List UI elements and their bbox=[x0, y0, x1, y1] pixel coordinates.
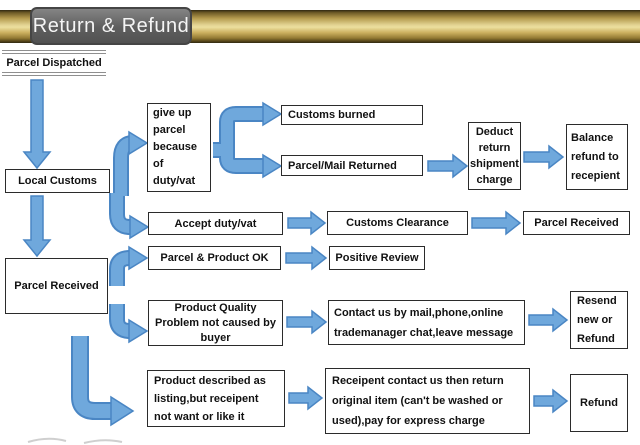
arrow-returned-to-deduct bbox=[427, 153, 469, 179]
arrow-received-to-productok-core bbox=[111, 252, 131, 286]
node-product-quality-label: Product Quality Problem not caused by bu… bbox=[154, 301, 277, 344]
node-deduct-return: Deduct return shipment charge bbox=[468, 122, 521, 190]
node-give-up: give up parcel because of duty/vat bbox=[147, 103, 211, 192]
node-customs-burned-label: Customs burned bbox=[288, 109, 376, 121]
node-accept-duty: Accept duty/vat bbox=[148, 212, 283, 235]
node-contact-us-label: Contact us by mail,phone,online trademan… bbox=[334, 306, 514, 339]
node-receipent-contact-label: Receipent contact us then return origina… bbox=[332, 375, 504, 427]
arrow-deduct-to-balance bbox=[523, 144, 565, 170]
arrow-customs-to-accept-core bbox=[111, 193, 131, 233]
page-title: Return & Refund bbox=[32, 14, 190, 37]
arrow-giveup-to-burned-head bbox=[262, 101, 283, 127]
arrow-giveup-to-returned-head bbox=[262, 153, 283, 179]
arrow-received-to-quality-core bbox=[111, 304, 131, 337]
node-parcel-product-ok: Parcel & Product OK bbox=[148, 246, 281, 270]
node-local-customs-label: Local Customs bbox=[18, 175, 97, 187]
arrow-giveup-to-returned-core bbox=[213, 144, 264, 172]
arrow-receipent-to-refund bbox=[533, 388, 569, 414]
arrow-received-to-quality-head bbox=[128, 318, 149, 344]
node-product-described-label: Product described as listing,but receipe… bbox=[154, 374, 266, 423]
node-parcel-received-left-label: Parcel Received bbox=[14, 280, 99, 292]
arrow-quality-to-contact bbox=[286, 309, 328, 335]
node-parcel-product-ok-label: Parcel & Product OK bbox=[160, 252, 269, 264]
node-customs-clearance-label: Customs Clearance bbox=[346, 217, 449, 229]
node-parcel-received-left: Parcel Received bbox=[5, 258, 108, 314]
node-local-customs: Local Customs bbox=[5, 169, 110, 193]
node-accept-duty-label: Accept duty/vat bbox=[174, 217, 257, 230]
faint-smudge-marks bbox=[27, 437, 123, 444]
arrow-dispatched-to-customs bbox=[22, 79, 52, 170]
arrow-clearance-to-received bbox=[471, 210, 522, 236]
arrow-received-to-described-core bbox=[73, 336, 112, 418]
arrow-customs-to-giveup-head bbox=[128, 130, 149, 156]
arrow-productok-to-review bbox=[285, 245, 328, 271]
arrow-customs-to-accept-head bbox=[129, 214, 150, 240]
node-balance-refund: Balance refund to recepient bbox=[566, 124, 628, 190]
node-parcel-mail-returned-label: Parcel/Mail Returned bbox=[288, 159, 397, 172]
node-parcel-mail-returned: Parcel/Mail Returned bbox=[281, 155, 423, 176]
page-title-tab: Return & Refund bbox=[30, 7, 192, 45]
node-product-described: Product described as listing,but receipe… bbox=[147, 370, 285, 427]
arrow-accept-to-clearance bbox=[287, 210, 327, 236]
node-positive-review: Positive Review bbox=[329, 246, 425, 270]
arrow-contact-to-resend bbox=[528, 307, 569, 333]
arrow-giveup-to-burned-core bbox=[213, 108, 264, 156]
node-positive-review-label: Positive Review bbox=[335, 252, 419, 264]
node-parcel-dispatched: Parcel Dispatched bbox=[2, 50, 106, 76]
node-resend-new: Resend new or Refund bbox=[570, 291, 628, 349]
node-resend-new-label: Resend new or Refund bbox=[577, 294, 617, 345]
node-parcel-received-right: Parcel Received bbox=[523, 211, 630, 235]
node-customs-clearance: Customs Clearance bbox=[327, 211, 468, 235]
arrow-described-to-receipent bbox=[288, 385, 324, 411]
node-receipent-contact: Receipent contact us then return origina… bbox=[325, 368, 530, 434]
node-parcel-received-right-label: Parcel Received bbox=[534, 217, 619, 229]
node-contact-us: Contact us by mail,phone,online trademan… bbox=[328, 300, 525, 345]
node-give-up-label: give up parcel because of duty/vat bbox=[153, 107, 198, 187]
arrow-received-to-productok-head bbox=[128, 245, 149, 271]
node-deduct-return-label: Deduct return shipment charge bbox=[470, 126, 519, 186]
node-refund: Refund bbox=[570, 374, 628, 432]
arrow-customs-to-received bbox=[22, 195, 52, 258]
node-parcel-dispatched-label: Parcel Dispatched bbox=[6, 57, 102, 69]
node-product-quality: Product Quality Problem not caused by bu… bbox=[148, 300, 283, 346]
node-customs-burned: Customs burned bbox=[281, 105, 423, 125]
arrow-received-to-described-head bbox=[110, 395, 135, 427]
node-refund-label: Refund bbox=[580, 397, 618, 409]
node-balance-refund-label: Balance refund to recepient bbox=[571, 131, 620, 182]
